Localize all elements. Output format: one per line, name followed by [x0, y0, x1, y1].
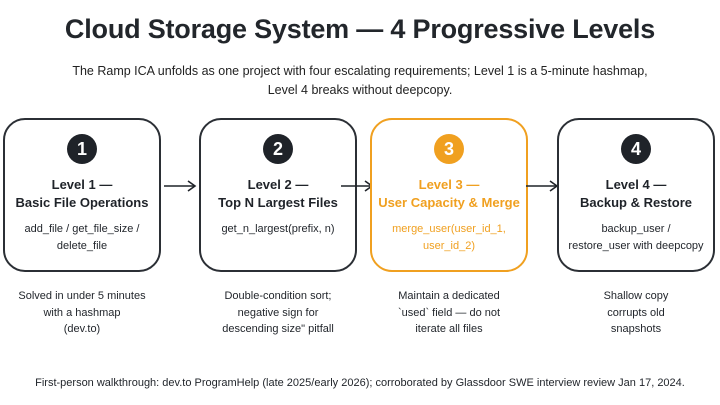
level-4-note-line-2: corrupts old — [607, 306, 665, 319]
level-2-note-line-2: negative sign for — [237, 306, 319, 319]
level-4-title-line-2: Backup & Restore — [580, 195, 692, 210]
level-3-detail-line-1: merge_user(user_id_1, — [392, 223, 506, 235]
level-3-title: Level 3 — User Capacity & Merge — [372, 176, 526, 212]
level-4-note-line-3: snapshots — [610, 323, 662, 335]
subtitle-line-1: The Ramp ICA unfolds as one project with… — [72, 64, 648, 78]
level-1-title: Level 1 — Basic File Operations — [5, 176, 159, 212]
level-4-detail: backup_user / restore_user with deepcopy — [559, 221, 713, 255]
level-1-card: 1 Level 1 — Basic File Operations add_fi… — [3, 118, 161, 272]
level-4-number-badge: 4 — [621, 134, 651, 164]
level-4-detail-line-2: restore_user with deepcopy — [568, 240, 704, 252]
arrow-right-icon — [526, 180, 559, 192]
level-2-title: Level 2 — Top N Largest Files — [201, 176, 355, 212]
level-1-detail-line-1: add_file / get_file_size / — [24, 223, 140, 235]
level-4-note-line-1: Shallow copy — [603, 290, 669, 302]
level-3-card: 3 Level 3 — User Capacity & Merge merge_… — [370, 118, 528, 272]
level-1-note-line-1: Solved in under 5 minutes — [18, 290, 146, 302]
level-4-detail-line-1: backup_user / — [601, 223, 671, 235]
level-2-detail-line-1: get_n_largest(prefix, n) — [221, 223, 335, 235]
level-1-detail-line-2: delete_file — [56, 240, 108, 252]
level-4-title: Level 4 — Backup & Restore — [559, 176, 713, 212]
level-3-note-line-3: iterate all files — [415, 323, 483, 335]
level-3-note-line-1: Maintain a dedicated — [398, 290, 500, 302]
level-3-title-line-1: Level 3 — — [418, 177, 480, 192]
diagram-title: Cloud Storage System — 4 Progressive Lev… — [64, 14, 656, 44]
level-3-title-line-2: User Capacity & Merge — [378, 195, 520, 210]
level-3-detail-line-2: user_id_2) — [423, 240, 475, 252]
level-3-note-line-2: `used` field — do not — [397, 306, 501, 319]
level-1-title-line-1: Level 1 — — [51, 177, 113, 192]
level-3-note: Maintain a dedicated `used` field — do n… — [370, 288, 528, 338]
level-2-title-line-1: Level 2 — — [247, 177, 309, 192]
level-4-card: 4 Level 4 — Backup & Restore backup_user… — [557, 118, 715, 272]
arrow-right-icon — [164, 180, 197, 192]
level-3-number-badge: 3 — [434, 134, 464, 164]
level-3-detail: merge_user(user_id_1, user_id_2) — [372, 221, 526, 255]
level-2-note: Double-condition sort; negative sign for… — [199, 288, 357, 338]
level-1-note-line-3: (dev.to) — [63, 323, 101, 335]
level-1-detail: add_file / get_file_size / delete_file — [5, 221, 159, 255]
level-2-note-line-1: Double-condition sort; — [224, 290, 332, 302]
level-2-card: 2 Level 2 — Top N Largest Files get_n_la… — [199, 118, 357, 272]
diagram-subtitle: The Ramp ICA unfolds as one project with… — [40, 62, 680, 100]
subtitle-line-2: Level 4 breaks without deepcopy. — [267, 83, 453, 97]
level-4-note: Shallow copy corrupts old snapshots — [557, 288, 715, 338]
level-1-number-badge: 1 — [67, 134, 97, 164]
level-2-note-line-3: descending size" pitfall — [222, 323, 334, 335]
level-1-title-line-2: Basic File Operations — [15, 195, 149, 210]
level-2-number-badge: 2 — [263, 134, 293, 164]
level-2-detail: get_n_largest(prefix, n) — [201, 221, 355, 238]
level-2-title-line-2: Top N Largest Files — [218, 195, 338, 210]
level-1-note: Solved in under 5 minutes with a hashmap… — [3, 288, 161, 338]
level-4-title-line-1: Level 4 — — [605, 177, 667, 192]
level-1-note-line-2: with a hashmap — [43, 306, 121, 319]
source-footnote: First-person walkthrough: dev.to Program… — [35, 377, 685, 389]
